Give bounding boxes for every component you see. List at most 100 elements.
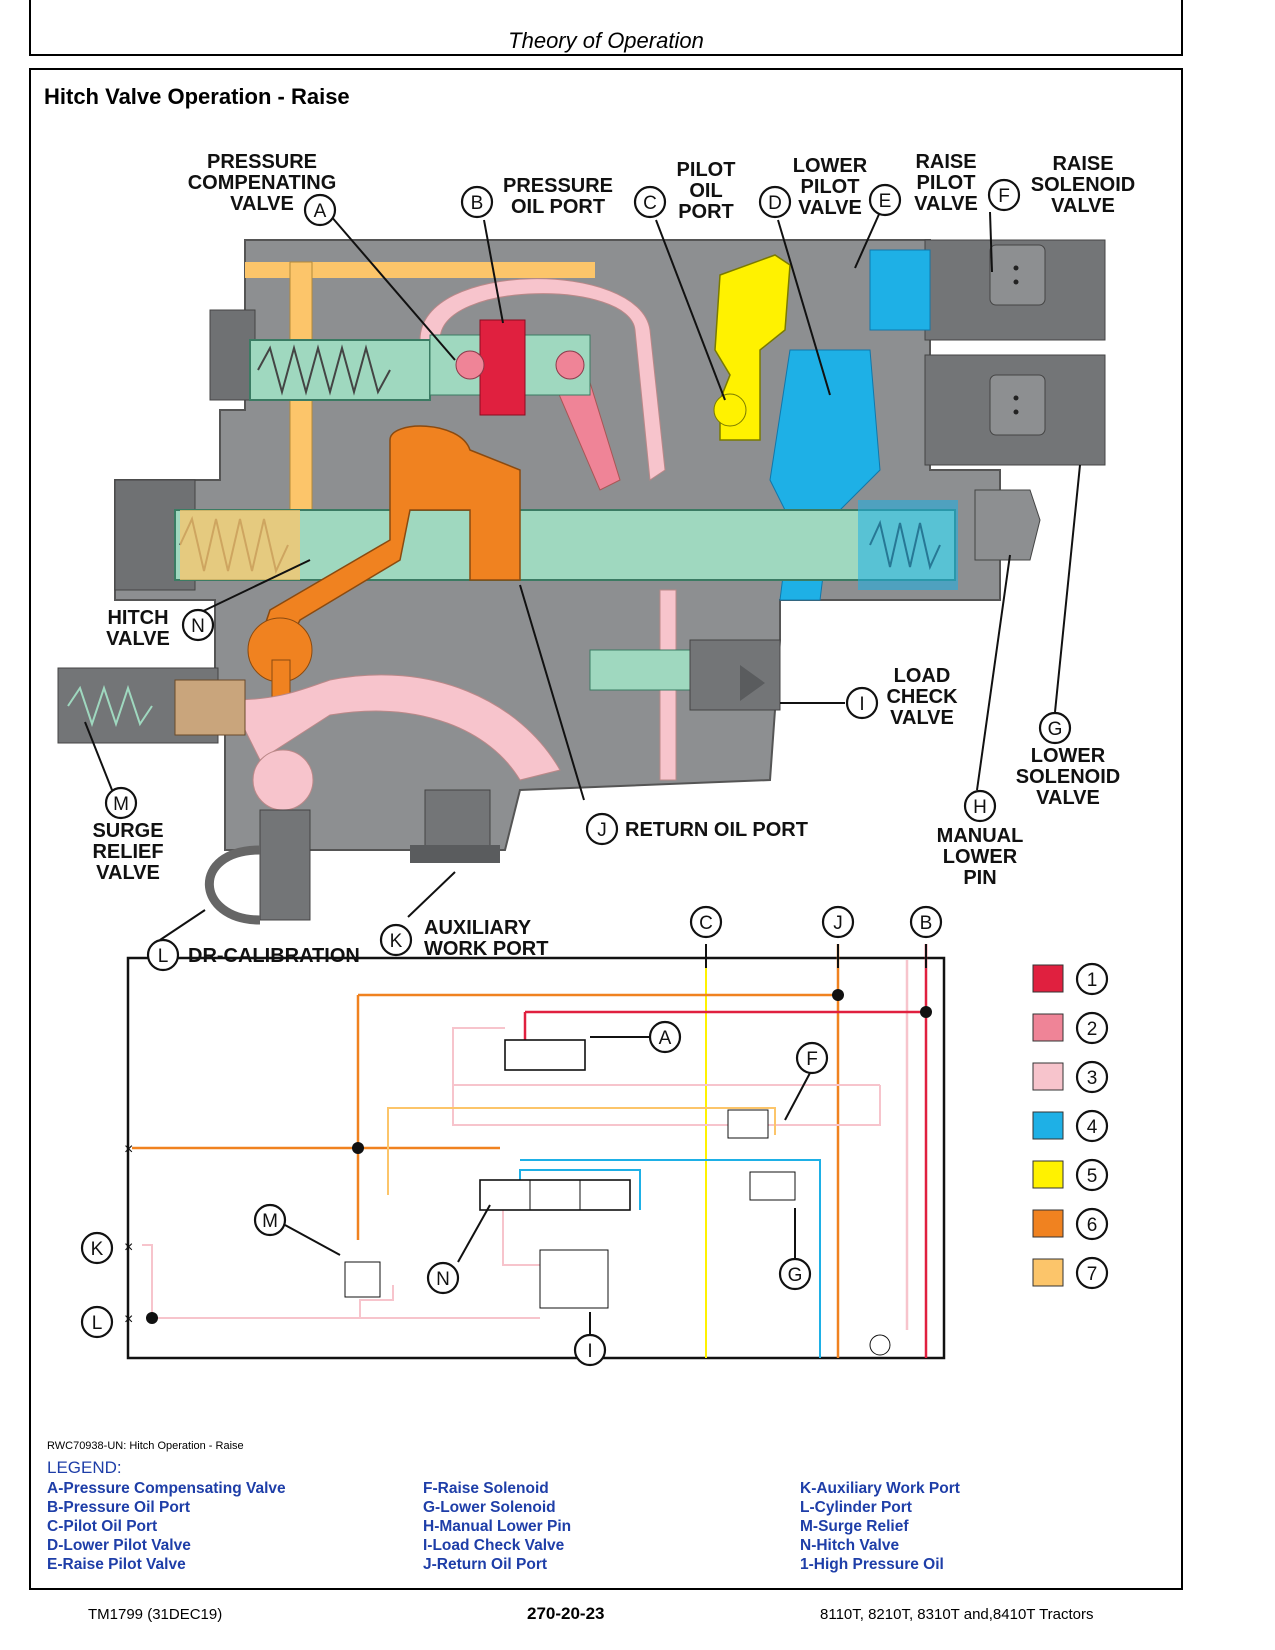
color-key-marker xyxy=(1075,1207,1109,1241)
legend-item: L-Cylinder Port xyxy=(800,1499,912,1516)
schematic-callout-letter: G xyxy=(788,1265,803,1286)
footer-manual-id: TM1799 (31DEC19) xyxy=(88,1606,223,1623)
callout-label: PRESSURE xyxy=(503,175,613,197)
schematic-callout-marker xyxy=(778,1257,812,1291)
callout-label: LOWER xyxy=(793,155,868,177)
callout-marker xyxy=(633,185,667,219)
callout-marker xyxy=(987,178,1021,212)
callout-marker xyxy=(1038,711,1072,745)
legend-item: C-Pilot Oil Port xyxy=(47,1518,158,1535)
schematic-callout-letter: I xyxy=(587,1341,592,1362)
callout-label: PILOT xyxy=(677,159,736,181)
callout-marker xyxy=(845,686,879,720)
color-key-swatch xyxy=(1032,1258,1064,1287)
legend-heading: LEGEND: xyxy=(47,1458,122,1477)
callout-label: SOLENOID xyxy=(1031,174,1135,196)
footer-page-number: 270-20-23 xyxy=(527,1604,605,1623)
color-key-marker xyxy=(1075,962,1109,996)
callout-label: PORT xyxy=(678,201,734,223)
callout-label: VALVE xyxy=(890,707,954,729)
callout-label: PRESSURE xyxy=(207,151,317,173)
callout-letter: F xyxy=(998,186,1010,207)
figure-title: Hitch Valve Operation - Raise xyxy=(44,84,350,109)
page-header-title: Theory of Operation xyxy=(508,28,704,53)
callout-label: RELIEF xyxy=(92,841,163,863)
callout-label: VALVE xyxy=(1036,787,1100,809)
schematic-callout-letter: L xyxy=(92,1313,103,1334)
callout-letter: K xyxy=(390,931,403,952)
color-key-marker xyxy=(1075,1060,1109,1094)
schematic-callout-letter: A xyxy=(659,1028,672,1049)
schematic-callout-letter: B xyxy=(920,913,933,934)
color-key-number: 5 xyxy=(1087,1166,1098,1187)
callout-label: VALVE xyxy=(798,197,862,219)
color-key-swatch xyxy=(1032,1111,1064,1140)
callout-label: LOWER xyxy=(943,846,1018,868)
callout-marker xyxy=(460,185,494,219)
color-key-swatch xyxy=(1032,1209,1064,1238)
schematic-callout-marker xyxy=(648,1020,682,1054)
callout-label: LOAD xyxy=(894,665,951,687)
callout-letter: G xyxy=(1048,719,1063,740)
callout-label: RETURN OIL PORT xyxy=(625,819,808,841)
legend-column-1: A-Pressure Compensating Valve B-Pressure… xyxy=(47,1479,286,1574)
callout-label: VALVE xyxy=(230,193,294,215)
callout-marker xyxy=(303,193,337,227)
callout-label: RAISE xyxy=(1052,153,1113,175)
callout-letter: M xyxy=(113,794,129,815)
callout-label: OIL PORT xyxy=(511,196,605,218)
color-key-swatch xyxy=(1032,1062,1064,1091)
schematic-callout-marker xyxy=(795,1041,829,1075)
callout-letter: A xyxy=(314,201,327,222)
legend-item: A-Pressure Compensating Valve xyxy=(47,1480,286,1497)
callout-label: VALVE xyxy=(96,862,160,884)
color-key-number: 6 xyxy=(1087,1215,1098,1236)
callout-label: PIN xyxy=(963,867,996,889)
callout-letter: D xyxy=(768,193,782,214)
callout-letter: L xyxy=(158,946,169,967)
schematic-callout-marker xyxy=(821,905,855,939)
callout-label: RAISE xyxy=(915,151,976,173)
schematic-callout-marker xyxy=(426,1261,460,1295)
legend-item: H-Manual Lower Pin xyxy=(423,1518,572,1535)
color-key-number: 1 xyxy=(1087,970,1098,991)
callout-label: CHECK xyxy=(886,686,958,708)
legend-column-3: K-Auxiliary Work Port L-Cylinder Port M-… xyxy=(800,1479,960,1574)
footer-models: 8110T, 8210T, 8310T and,8410T Tractors xyxy=(820,1606,1094,1623)
legend-item: J-Return Oil Port xyxy=(423,1556,548,1573)
callout-label: HITCH xyxy=(107,607,168,629)
schematic-callout-letter: N xyxy=(436,1269,450,1290)
schematic-callout-marker xyxy=(80,1231,114,1265)
color-key-swatch xyxy=(1032,1013,1064,1042)
callout-label: VALVE xyxy=(106,628,170,650)
callout-marker xyxy=(146,938,180,972)
legend-item: B-Pressure Oil Port xyxy=(47,1499,190,1516)
schematic-callout-letter: M xyxy=(262,1211,278,1232)
callout-label: VALVE xyxy=(1051,195,1115,217)
header-frame: Theory of Operation xyxy=(29,0,1183,56)
callout-label: COMPENATING xyxy=(188,172,337,194)
callout-marker xyxy=(868,183,902,217)
color-key-number: 4 xyxy=(1087,1117,1098,1138)
color-key-marker xyxy=(1075,1109,1109,1143)
schematic-callout-letter: J xyxy=(833,913,843,934)
callout-label: PILOT xyxy=(917,172,976,194)
legend-item: F-Raise Solenoid xyxy=(423,1480,549,1497)
color-key-swatch xyxy=(1032,964,1064,993)
callout-label: DR-CALIBRATION xyxy=(188,945,360,967)
schematic-callout-marker xyxy=(80,1305,114,1339)
color-key-marker xyxy=(1075,1256,1109,1290)
callout-label: PILOT xyxy=(801,176,860,198)
schematic-callout-marker xyxy=(253,1203,287,1237)
schematic-callout-letter: C xyxy=(699,913,713,934)
